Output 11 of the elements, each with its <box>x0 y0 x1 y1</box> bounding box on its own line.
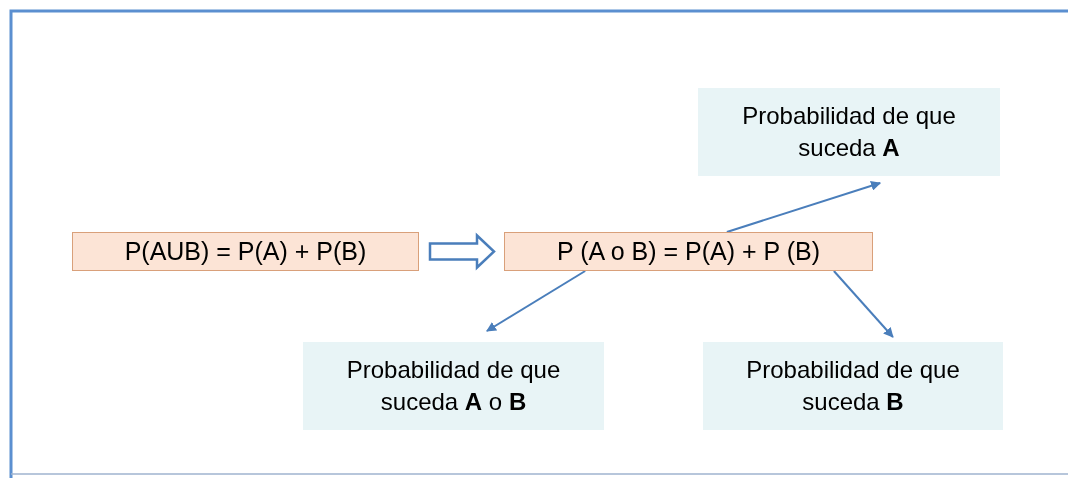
formula-box <box>504 232 873 271</box>
formula-text: P(AUB) = P(A) + P(B) <box>124 237 367 266</box>
arrow <box>485 270 587 332</box>
description-text: Probabilidad de que suceda B <box>745 354 961 417</box>
description-text: Probabilidad de que suceda A <box>741 100 957 163</box>
formula-box <box>72 232 419 271</box>
formula-text: P (A o B) = P(A) + P (B) <box>556 237 821 266</box>
arrow <box>725 181 882 233</box>
arrow <box>832 270 894 338</box>
block-arrow <box>428 232 496 271</box>
description-text: Probabilidad de que suceda A o B <box>345 354 562 417</box>
